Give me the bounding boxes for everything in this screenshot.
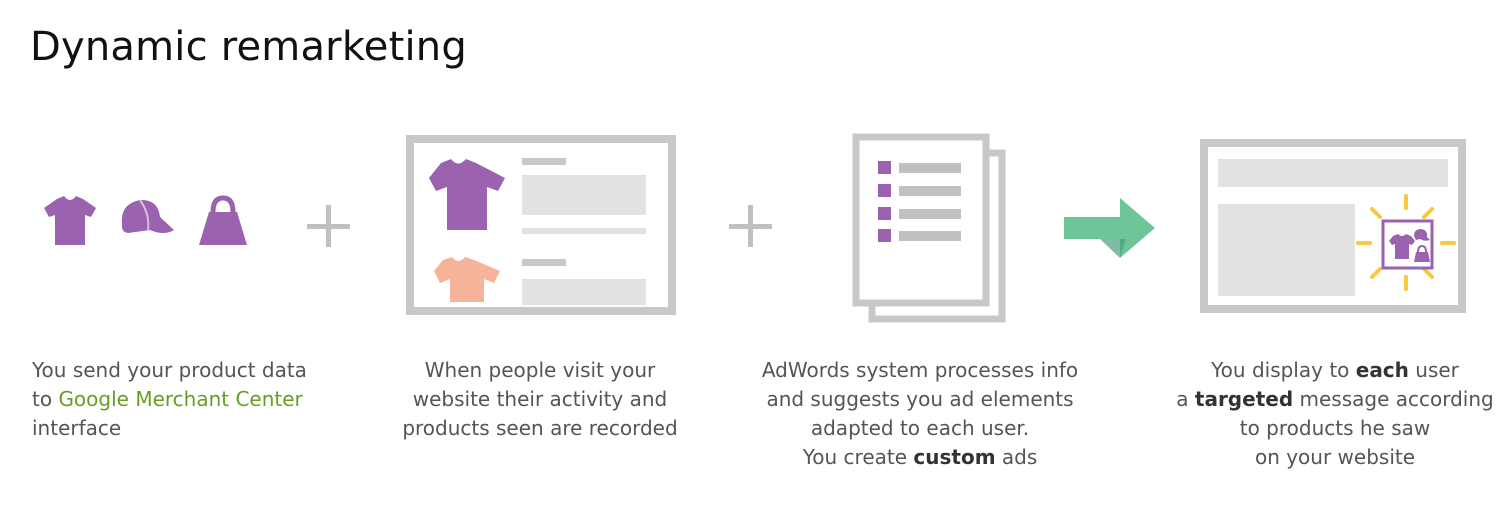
caption-line: and suggests you ad elements [766, 387, 1074, 411]
caption-line: You create custom ads [750, 443, 1090, 472]
caption-line: interface [32, 416, 122, 440]
caption-text: You display to [1211, 358, 1356, 382]
arrow-right-icon [1064, 198, 1155, 258]
shopping-bag-icon [199, 195, 247, 245]
step-1-caption: You send your product data to Google Mer… [32, 356, 352, 443]
caption-line: When people visit your [424, 358, 656, 382]
caption-line: AdWords system processes info [761, 358, 1079, 382]
caption-text: You create [802, 445, 914, 469]
caption-emphasis: custom [913, 445, 996, 469]
plus-icon [307, 205, 350, 247]
caption-text: a [1176, 387, 1195, 411]
caption-line: to Google Merchant Center [32, 385, 352, 414]
caption-line: website their activity and [412, 387, 668, 411]
caption-text: ads [995, 445, 1038, 469]
caption-line: products seen are recorded [402, 416, 678, 440]
documents-list-icon [852, 133, 1006, 323]
caption-line: a targeted message according [1160, 385, 1500, 414]
caption-text: user [1408, 358, 1459, 382]
caption-line: adapted to each user. [810, 416, 1030, 440]
step-3-caption: AdWords system processes info and sugges… [750, 356, 1090, 472]
plus-icon [729, 205, 772, 247]
cap-icon [121, 199, 174, 233]
caption-emphasis: each [1355, 358, 1409, 382]
caption-text: to [32, 387, 59, 411]
caption-line: You send your product data [32, 358, 307, 382]
caption-emphasis: targeted [1194, 387, 1294, 411]
t-shirt-icon [44, 196, 96, 245]
caption-line: to products he saw [1239, 416, 1431, 440]
caption-line: on your website [1254, 445, 1416, 469]
caption-line: You display to each user [1160, 356, 1500, 385]
google-merchant-center-link[interactable]: Google Merchant Center [58, 387, 303, 411]
page-title: Dynamic remarketing [30, 24, 467, 70]
caption-text: message according [1293, 387, 1494, 411]
step-4-caption: You display to each user a targeted mess… [1160, 356, 1500, 472]
website-window-icon [406, 135, 676, 315]
step-2-caption: When people visit your website their act… [380, 356, 700, 443]
targeted-ad-window-icon [1200, 139, 1466, 313]
